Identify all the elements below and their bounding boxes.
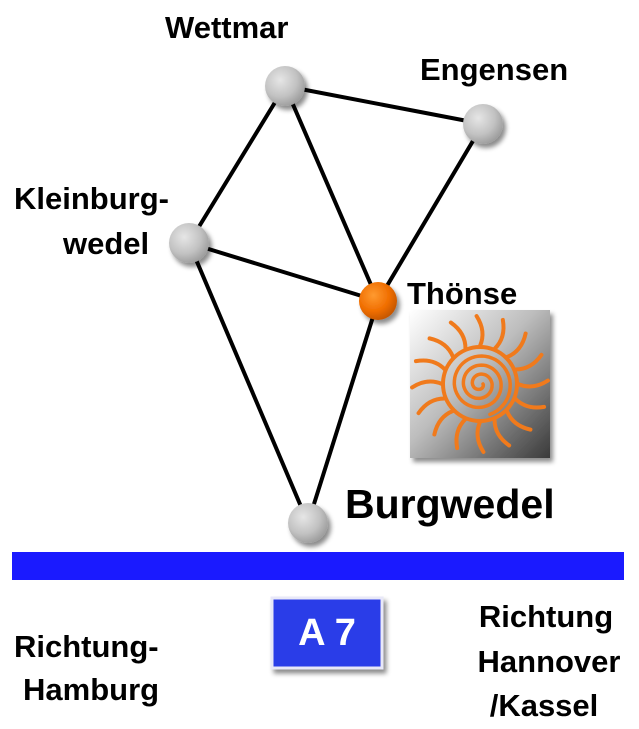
sun-ray — [513, 352, 544, 372]
sun-ray — [504, 408, 533, 432]
node-kleinburgwedel — [169, 223, 209, 263]
sun-ray — [492, 417, 512, 448]
node-wettmar — [265, 66, 305, 106]
sun-spiral-icon — [410, 314, 550, 454]
direction-hamburg-line1: Richtung- — [14, 629, 159, 664]
road-engensen-thoense — [376, 122, 485, 303]
sun-ray — [413, 358, 447, 372]
label-kleinburgwedel-line2: wedel — [62, 226, 149, 261]
sun-ray — [516, 378, 550, 389]
sun-ray — [454, 417, 468, 451]
road-kleinburgwedel-thoense — [187, 241, 380, 303]
label-engensen: Engensen — [420, 52, 568, 87]
sun-ray — [410, 379, 444, 390]
direction-hannover-line3: /Kassel — [490, 688, 599, 723]
sun-ray — [474, 314, 485, 348]
a7-shield-label: A 7 — [298, 612, 356, 654]
village-connections — [187, 84, 485, 525]
sun-ray — [416, 396, 447, 416]
node-thoense — [359, 282, 397, 320]
sun-ring — [441, 345, 519, 423]
road-wettmar-kleinburgwedel — [187, 84, 287, 245]
road-thoense-burgwedel — [306, 299, 380, 525]
node-engensen — [463, 104, 503, 144]
label-kleinburgwedel-line1: Kleinburg- — [14, 181, 169, 216]
direction-hannover-line1: Richtung — [479, 599, 613, 634]
sun-logo-background — [410, 310, 550, 458]
sun-ray — [432, 408, 456, 437]
label-thoense: Thönse — [407, 276, 517, 311]
a7-highway-shield — [270, 596, 384, 670]
sun-ray — [504, 331, 528, 360]
a7-shield-background — [270, 596, 384, 670]
autobahn-a7-road — [12, 552, 624, 580]
direction-hamburg-line2: Hamburg — [23, 672, 159, 707]
thoense-sun-logo — [410, 310, 550, 458]
node-burgwedel — [288, 503, 328, 543]
sun-spiral — [452, 354, 512, 417]
road-kleinburgwedel-burgwedel — [187, 241, 310, 525]
road-wettmar-engensen — [283, 84, 485, 126]
label-burgwedel: Burgwedel — [345, 481, 555, 527]
road-wettmar-thoense — [283, 84, 380, 303]
sun-ray — [448, 320, 468, 351]
village-nodes — [169, 66, 503, 543]
direction-hannover-line2: Hannover — [478, 644, 621, 679]
sun-ray — [513, 396, 547, 410]
sun-ray — [475, 420, 486, 454]
sun-ray — [427, 336, 456, 360]
sun-ray — [492, 317, 506, 351]
label-wettmar: Wettmar — [165, 10, 288, 45]
